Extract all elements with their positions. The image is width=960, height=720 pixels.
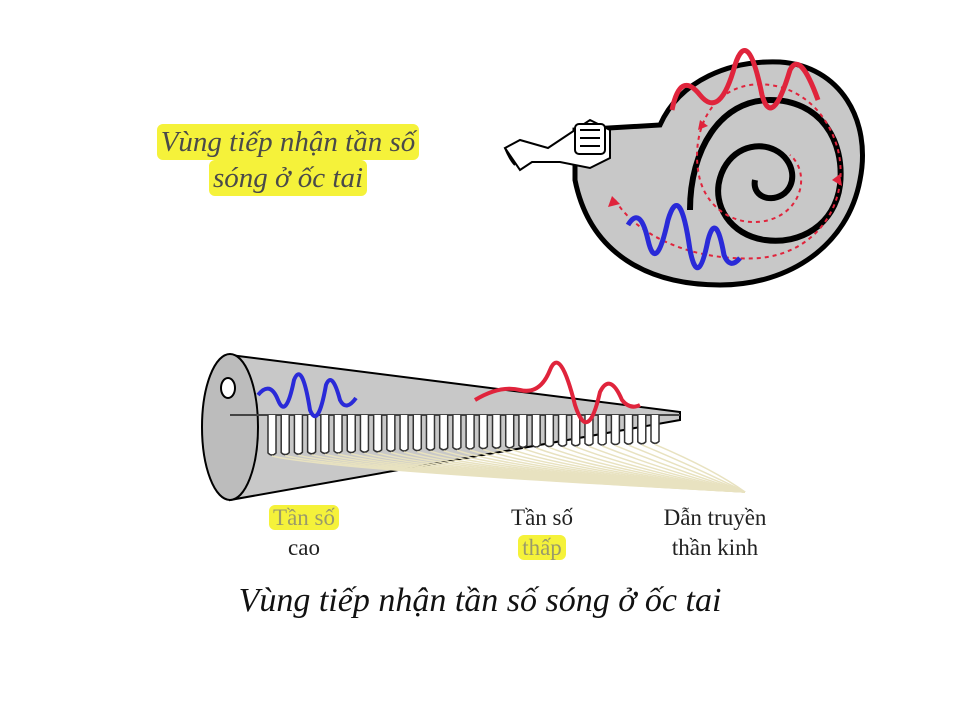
- uncoiled-cochlea: [201, 353, 746, 502]
- hair-cell: [425, 415, 436, 451]
- spiral-cochlea: [572, 48, 865, 288]
- nerve-fibre: [601, 445, 746, 493]
- hair-cells: [267, 415, 660, 456]
- sound-source-icon: [503, 118, 611, 172]
- nerve-fibre: [641, 444, 746, 493]
- low-frequency-label-line2: thấp: [518, 535, 566, 560]
- nerve-conduction-label: Dẫn truyền thần kinh: [640, 503, 790, 563]
- hair-cell: [531, 415, 541, 448]
- hair-cell: [293, 415, 304, 455]
- hair-cell: [267, 415, 277, 456]
- hair-cell: [610, 415, 621, 446]
- hair-cell: [438, 415, 449, 451]
- top-title-line2: sóng ở ốc tai: [209, 160, 367, 196]
- nerve-fibre: [654, 443, 746, 493]
- high-frequency-wave-linear: [256, 372, 358, 418]
- hair-cell: [518, 415, 528, 449]
- hair-cell: [320, 415, 330, 455]
- high-frequency-label-line2: cao: [288, 535, 320, 560]
- hair-cell: [465, 415, 475, 450]
- hair-cell: [412, 415, 423, 452]
- nerve-conduction-label-line1: Dẫn truyền: [663, 505, 767, 530]
- hair-cell: [452, 415, 462, 451]
- hair-cell: [637, 415, 647, 445]
- hair-cell: [478, 415, 489, 450]
- hair-cell: [333, 415, 343, 454]
- hair-cell: [623, 415, 634, 445]
- hair-cell: [372, 415, 383, 453]
- hair-cell: [346, 415, 356, 454]
- hair-cell: [544, 415, 555, 448]
- hair-cell: [306, 415, 317, 455]
- nerve-fibres: [271, 443, 746, 493]
- hair-cell: [571, 415, 581, 447]
- caption: Vùng tiếp nhận tần số sóng ở ốc tai: [238, 582, 722, 619]
- hair-cell: [597, 415, 607, 446]
- top-title-line1: Vùng tiếp nhận tần số: [156, 124, 420, 160]
- flow-path: [614, 83, 842, 260]
- hair-cell: [359, 415, 370, 453]
- nerve-fibre: [628, 444, 746, 493]
- hair-cell: [399, 415, 409, 452]
- hair-cell: [491, 415, 502, 449]
- hair-cell: [557, 415, 568, 447]
- low-frequency-label-line1: Tần số: [511, 505, 573, 530]
- low-frequency-wave: [669, 48, 821, 111]
- nerve-fibre: [588, 445, 746, 493]
- high-frequency-wave: [625, 203, 742, 271]
- nerve-fibre: [615, 444, 746, 493]
- hair-cell: [280, 415, 290, 456]
- hair-cell: [386, 415, 396, 453]
- top-title: Vùng tiếp nhận tần số sóng ở ốc tai: [138, 124, 438, 196]
- hair-cell: [504, 415, 515, 449]
- low-frequency-wave-linear: [473, 360, 641, 425]
- hair-cell: [650, 415, 660, 445]
- nerve-conduction-label-line2: thần kinh: [671, 535, 759, 560]
- low-frequency-label: Tần số thấp: [490, 503, 594, 563]
- high-frequency-label-line1: Tần số: [269, 505, 339, 530]
- high-frequency-label: Tần số cao: [248, 503, 360, 563]
